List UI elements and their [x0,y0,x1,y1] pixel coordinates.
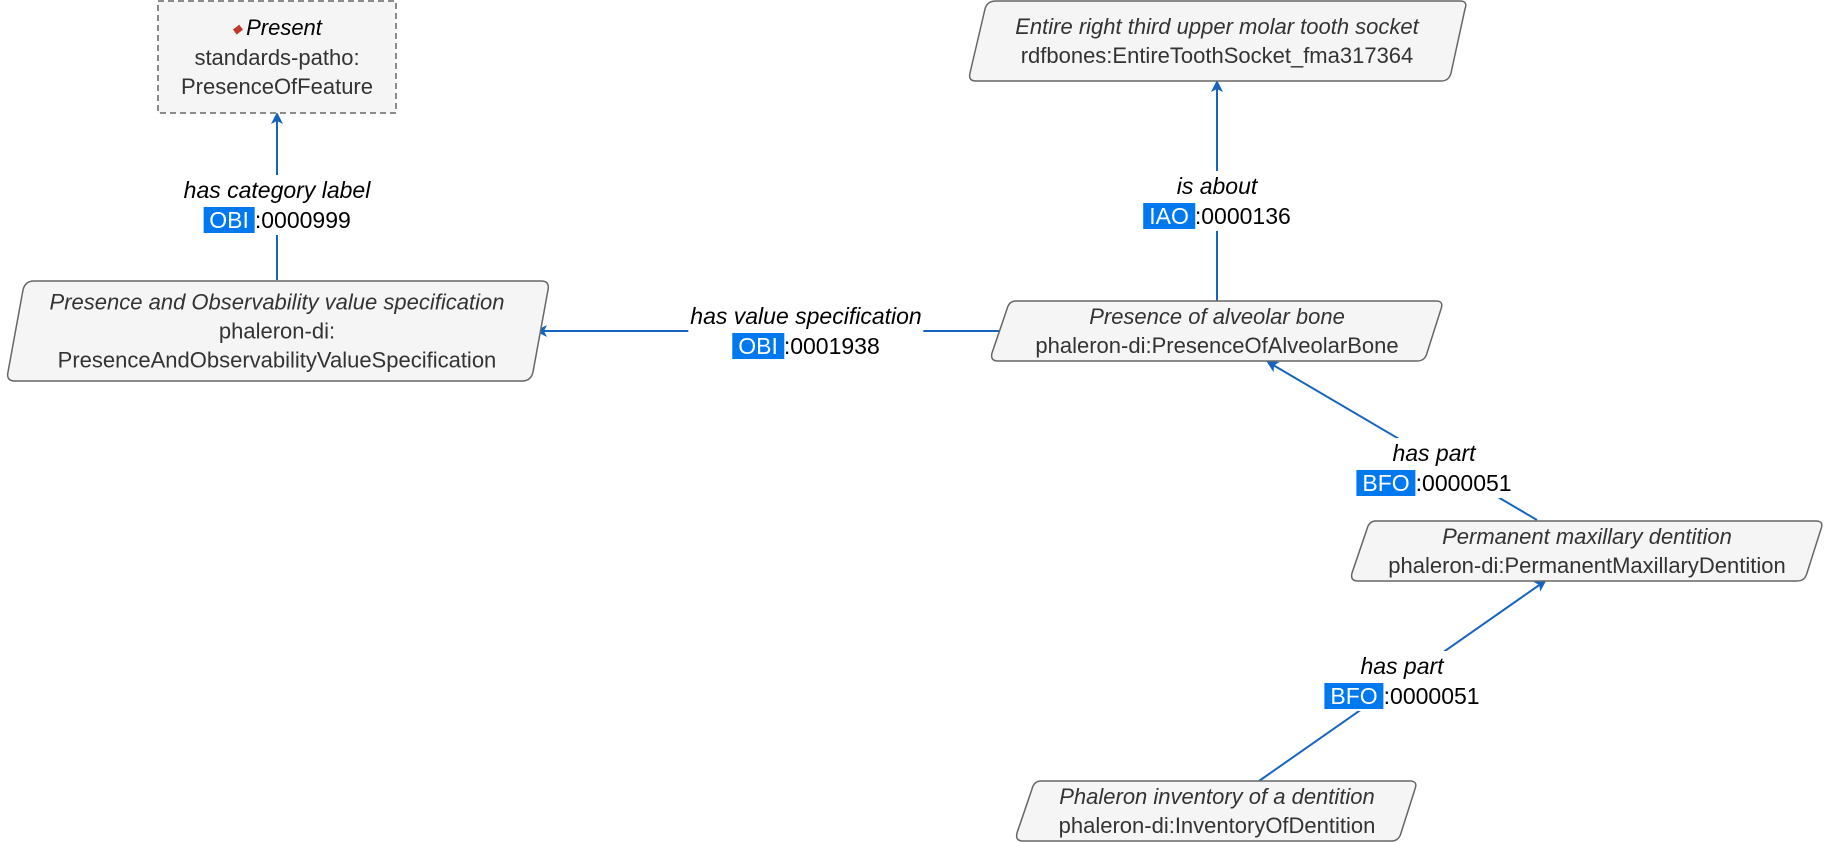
edge-category-property: has category label [183,177,371,203]
node-alveolar: Presence of alveolar bone phaleron-di:Pr… [1035,302,1398,360]
edge-haspart2-id: :0000051 [1383,683,1480,709]
node-socket-title: Entire right third upper molar tooth soc… [1015,14,1419,39]
edge-label-haspart-1: has part BFO:0000051 [1354,438,1514,498]
node-inventory: Phaleron inventory of a dentition phaler… [1059,782,1376,840]
edge-haspart1-prefix: BFO [1356,470,1416,496]
edge-label-category: has category label OBI:0000999 [181,175,373,235]
edge-haspart2-property: has part [1360,653,1444,679]
node-socket: Entire right third upper molar tooth soc… [1015,12,1419,70]
node-socket-box[interactable] [968,0,1467,82]
node-dentition-iri: phaleron-di:PermanentMaxillaryDentition [1388,553,1786,578]
edge-label-about: is about IAO:0000136 [1141,171,1293,231]
edge-valuespec-id: :0001938 [783,333,880,359]
edge-about-id: :0000136 [1194,203,1291,229]
edge-category-id: :0000999 [254,207,351,233]
node-valuespec-title: Presence and Observability value specifi… [49,289,505,315]
node-alveolar-box[interactable] [990,300,1443,362]
node-dentition-box[interactable] [1350,520,1823,582]
node-inventory-box[interactable] [1015,780,1417,842]
node-alveolar-title: Presence of alveolar bone [1089,304,1345,329]
edge-about-property: is about [1176,173,1258,199]
node-valuespec-box[interactable] [6,280,550,382]
edge-valuespec-property: has value specification [690,303,922,329]
node-valuespec-iri-1: phaleron-di: [218,318,336,344]
node-present-box[interactable] [157,0,397,114]
edge-label-valuespec: has value specification OBI:0001938 [688,301,924,361]
node-inventory-title: Phaleron inventory of a dentition [1059,784,1375,809]
node-present: ◆Present standards-patho: PresenceOfFeat… [181,13,373,101]
node-valuespec-iri-2: PresenceAndObservabilityValueSpecificati… [57,347,497,373]
node-socket-iri: rdfbones:EntireToothSocket_fma317364 [1020,43,1414,68]
edge-haspart1-property: has part [1392,440,1476,466]
edge-about-prefix: IAO [1143,203,1195,229]
node-valuespec: Presence and Observability value specifi… [50,288,505,375]
edge-haspart1-id: :0000051 [1415,470,1512,496]
edge-valuespec-prefix: OBI [732,333,784,359]
node-present-title: Present [246,15,322,40]
diamond-icon: ◆ [232,21,243,36]
node-present-iri-2: PresenceOfFeature [181,74,373,99]
edge-haspart2-prefix: BFO [1324,683,1384,709]
node-dentition-title: Permanent maxillary dentition [1442,524,1732,549]
edge-label-haspart-2: has part BFO:0000051 [1322,651,1482,711]
edge-category-prefix: OBI [203,207,255,233]
node-inventory-iri: phaleron-di:InventoryOfDentition [1058,813,1376,838]
node-dentition: Permanent maxillary dentition phaleron-d… [1388,522,1785,580]
node-present-iri-1: standards-patho: [194,45,360,70]
node-alveolar-iri: phaleron-di:PresenceOfAlveolarBone [1035,333,1399,358]
